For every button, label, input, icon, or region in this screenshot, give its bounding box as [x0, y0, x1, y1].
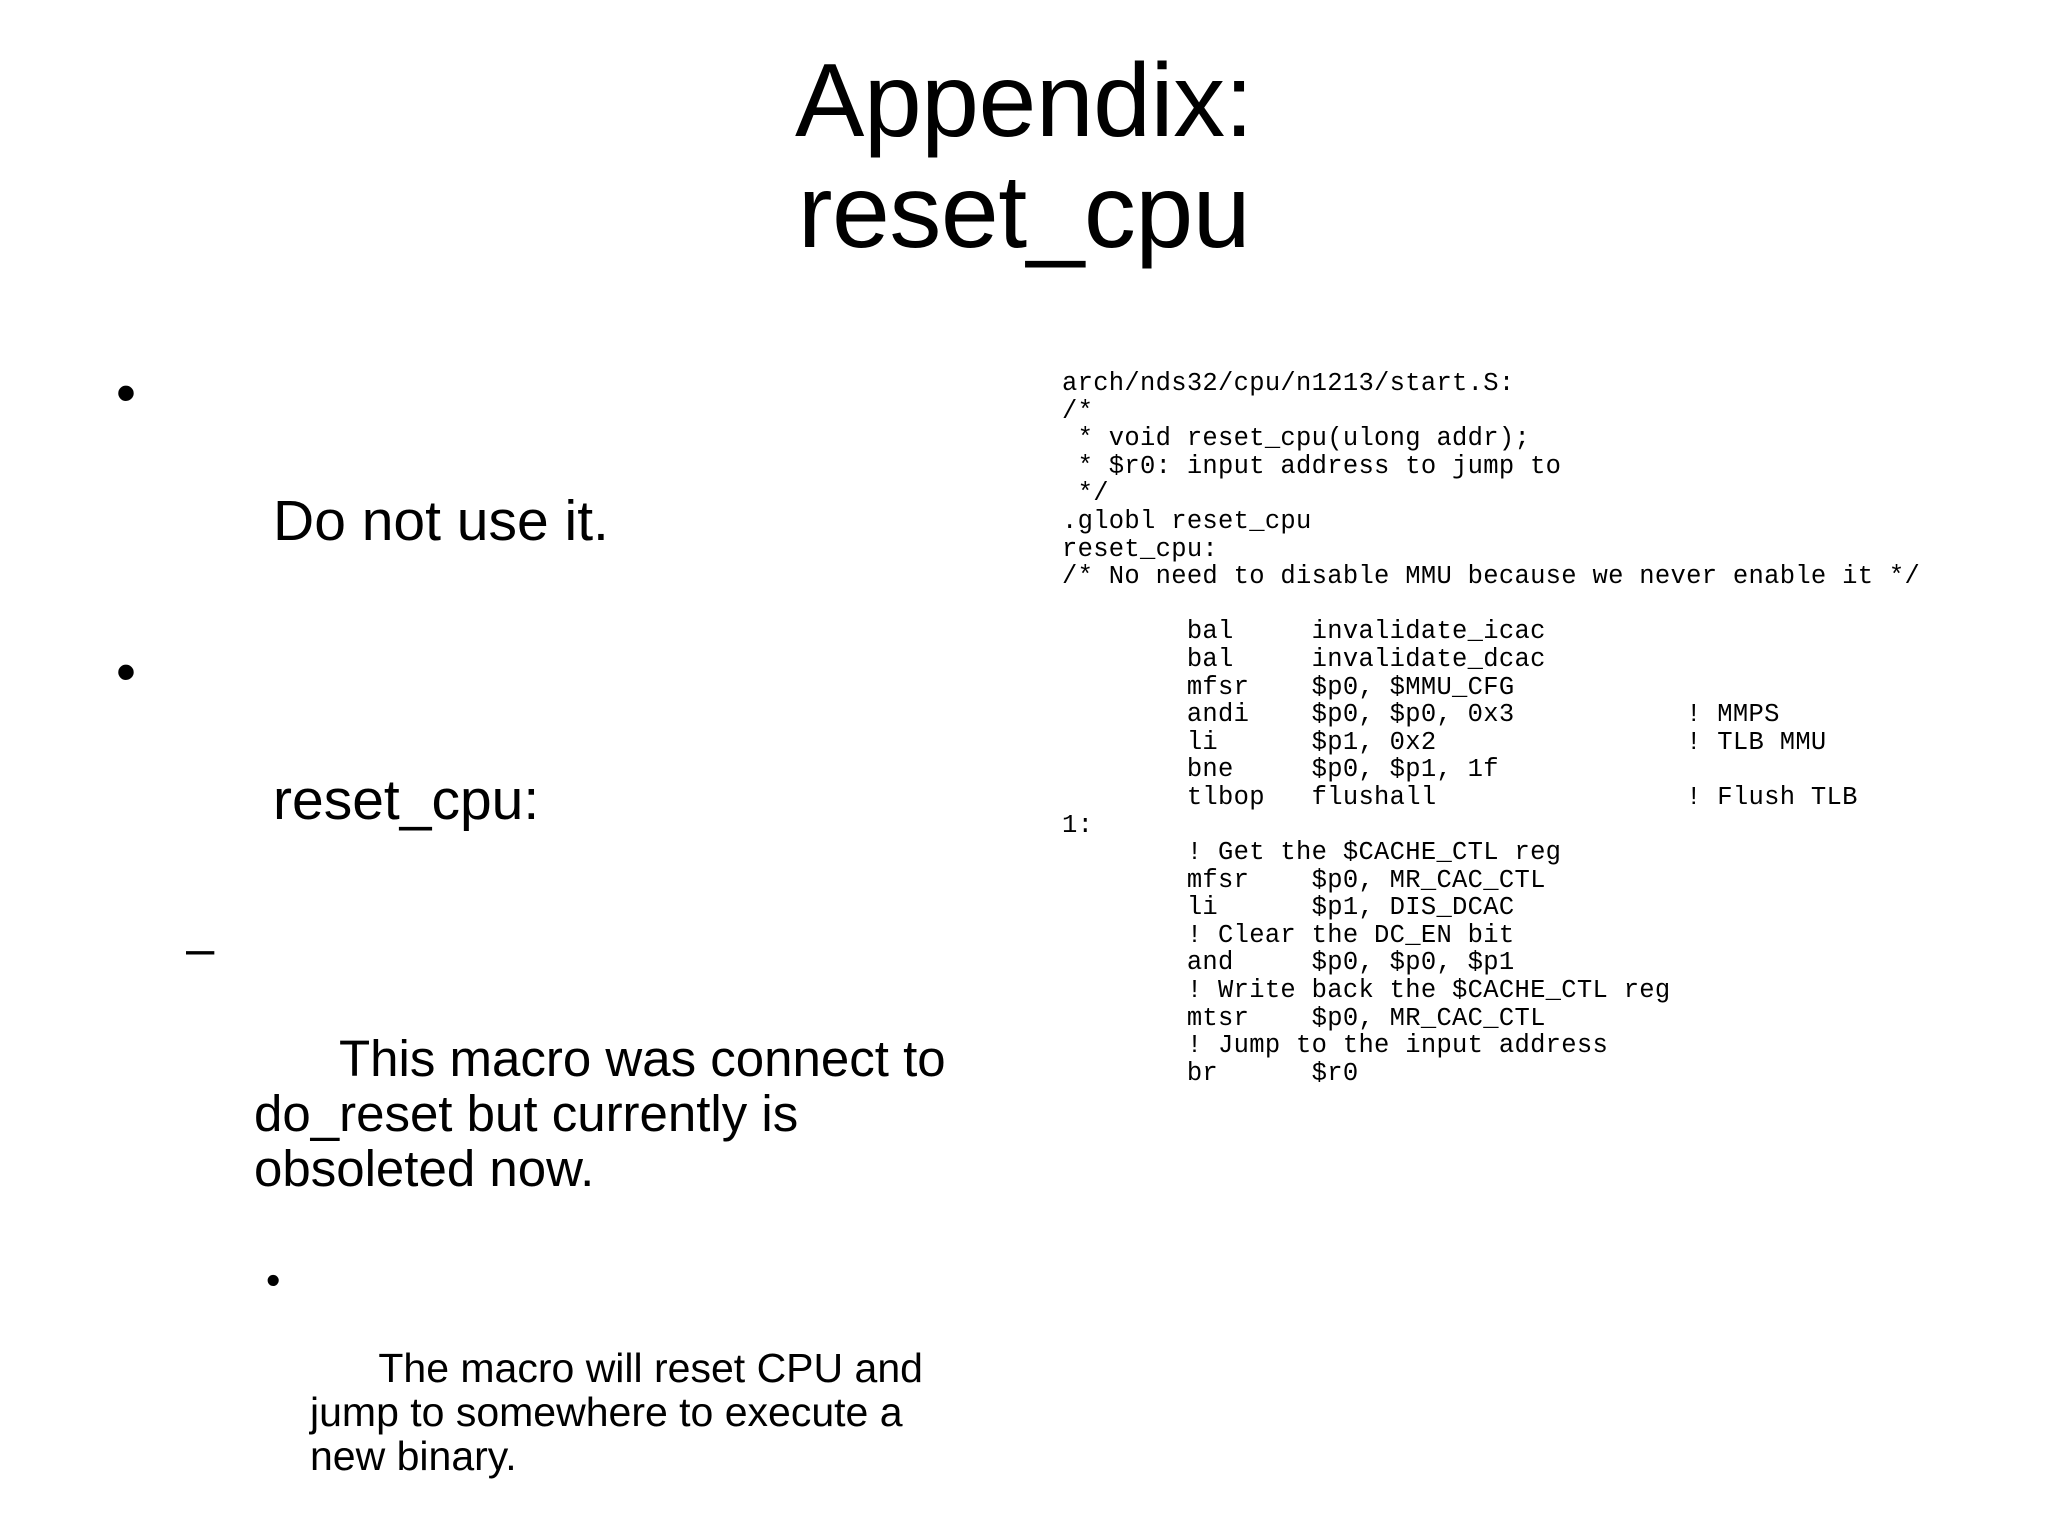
code-line: mtsr $p0, MR_CAC_CTL	[1062, 1003, 1546, 1033]
list-item: • Do not use it.	[96, 361, 976, 617]
code-line: arch/nds32/cpu/n1213/start.S:	[1062, 369, 1515, 398]
bullet-icon: •	[116, 640, 136, 705]
code-line	[1062, 591, 2022, 619]
code-line: /* No need to disable MMU because we nev…	[1062, 562, 1921, 592]
code-line: bal invalidate_icac	[1062, 617, 1546, 647]
code-line: bal invalidate_dcac	[1062, 644, 1546, 674]
code-line: reset_cpu:	[1062, 534, 1219, 564]
code-line: .globl reset_cpu	[1062, 506, 1312, 536]
list-item-label: reset_cpu:	[273, 767, 540, 832]
list-item: – This macro was connect to do_reset but…	[178, 921, 976, 1251]
code-line: ! Write back the $CACHE_CTL reg	[1062, 976, 1671, 1006]
code-line: mfsr $p0, $MMU_CFG	[1062, 672, 1515, 702]
code-listing: arch/nds32/cpu/n1213/start.S:/* * void r…	[1062, 370, 2022, 1087]
code-line: 1:	[1062, 810, 1094, 840]
title-line-1: Appendix:	[794, 43, 1254, 159]
bullet-icon: •	[266, 1525, 280, 1536]
list-item-label: The macro will reset CPU and jump to som…	[310, 1344, 935, 1479]
code-line: /*	[1062, 396, 1094, 426]
bullet-icon: •	[266, 1257, 281, 1304]
code-line: li $p1, 0x2 ! TLB MMU	[1062, 727, 1827, 757]
code-line: and $p0, $p0, $p1	[1062, 948, 1515, 978]
code-line: li $p1, DIS_DCAC	[1062, 893, 1515, 923]
code-line: ! Get the $CACHE_CTL reg	[1062, 838, 1562, 868]
code-line: andi $p0, $p0, 0x3 ! MMPS	[1062, 700, 1780, 730]
code-line: tlbop flushall ! Flush TLB	[1062, 782, 1858, 812]
list-item: • Keep this only for reference, should b…	[254, 1525, 976, 1536]
code-line: */	[1062, 479, 1109, 509]
list-item-label: Do not use it.	[273, 488, 609, 553]
code-line: * $r0: input address to jump to	[1062, 451, 1562, 481]
code-line: ! Jump to the input address	[1062, 1031, 1609, 1061]
code-line: ! Clear the DC_EN bit	[1062, 920, 1515, 950]
code-line: mfsr $p0, MR_CAC_CTL	[1062, 865, 1546, 895]
list-item: • reset_cpu:	[96, 640, 976, 896]
code-line: * void reset_cpu(ulong addr);	[1062, 424, 1531, 454]
list-item-label: This macro was connect to do_reset but c…	[254, 1029, 960, 1197]
title-line-2: reset_cpu	[797, 154, 1251, 271]
dash-bullet-icon: –	[186, 919, 215, 977]
code-line: br $r0	[1062, 1058, 1359, 1088]
outline-content: • Do not use it. • reset_cpu: – This mac…	[96, 361, 976, 1536]
list-item: • The macro will reset CPU and jump to s…	[254, 1257, 976, 1522]
page-title: Appendix: reset_cpu	[0, 43, 2048, 271]
code-line: bne $p0, $p1, 1f	[1062, 755, 1499, 785]
bullet-icon: •	[116, 361, 136, 425]
